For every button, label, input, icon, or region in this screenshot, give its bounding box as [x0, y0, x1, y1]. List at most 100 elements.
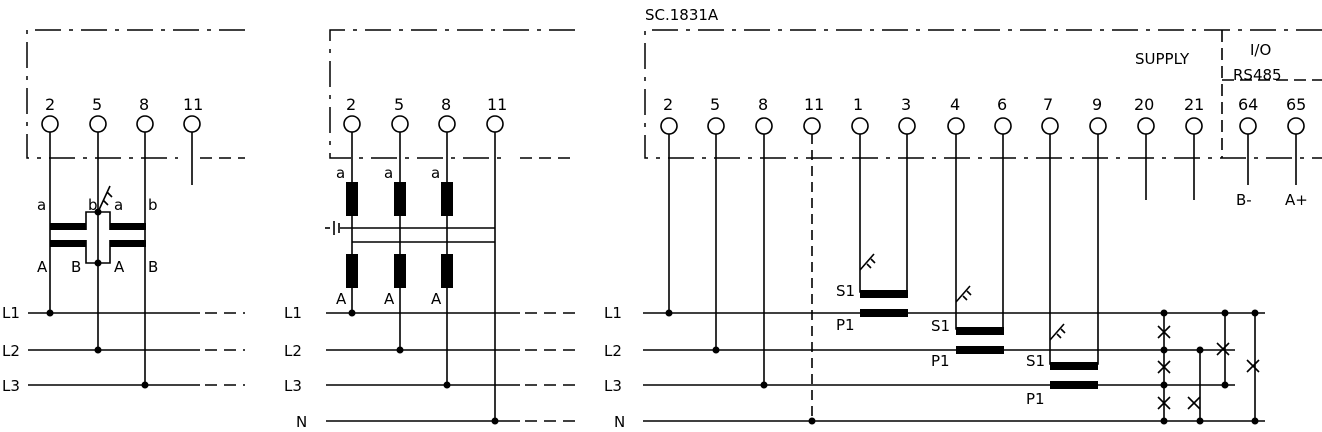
right-terminals: 2 5 8 11 1 3 4 6 7 9 20 21 64 65 — [660, 95, 1306, 135]
junction-dot — [1196, 417, 1204, 425]
terminal-label: 9 — [1092, 95, 1102, 114]
pt-label: B — [148, 258, 158, 276]
line-label-l3: L3 — [604, 377, 622, 395]
pt-label: A — [37, 258, 48, 276]
terminal-circle — [1287, 117, 1305, 135]
left-housing — [26, 29, 245, 159]
left-terminals: 2 5 8 11 — [41, 95, 203, 133]
terminal-circle — [851, 117, 869, 135]
terminal-circle — [183, 115, 201, 133]
ct-s1-label: S1 — [1026, 352, 1045, 370]
line-label-n: N — [614, 413, 625, 431]
junction-dot — [808, 417, 816, 425]
terminal-circle — [803, 117, 821, 135]
pt-label: a — [114, 196, 123, 214]
pt-primary-coil — [50, 240, 86, 247]
junction-dot — [760, 381, 768, 389]
terminal-circle — [660, 117, 678, 135]
junction-dot — [443, 381, 451, 389]
terminal-label: 6 — [997, 95, 1007, 114]
pt-label: b — [88, 196, 98, 214]
ct-p1-label: P1 — [931, 352, 950, 370]
terminal-label: 11 — [804, 95, 824, 114]
terminal-circle — [1239, 117, 1257, 135]
terminal-circle — [41, 115, 59, 133]
junction-dot — [1196, 346, 1204, 354]
model-label: SC.1831A — [645, 6, 719, 24]
terminal-label: 8 — [758, 95, 768, 114]
ct-secondary-coil — [1050, 362, 1098, 370]
ct-secondary-coil — [956, 327, 1004, 335]
terminal-label: 5 — [92, 95, 102, 114]
junction-dot — [46, 309, 54, 317]
line-label-l1: L1 — [2, 304, 20, 322]
junction-dot — [141, 381, 149, 389]
terminal-label: 7 — [1043, 95, 1053, 114]
terminal-label: 8 — [139, 95, 149, 114]
pt-primary-coil — [441, 254, 453, 288]
terminal-circle — [1137, 117, 1155, 135]
line-label-l2: L2 — [284, 342, 302, 360]
junction-dot — [348, 309, 356, 317]
ct-p1-label: P1 — [1026, 390, 1045, 408]
pt-pri-label: A — [384, 290, 395, 308]
junction-dot — [396, 346, 404, 354]
rs485-a-plus-label: A+ — [1285, 191, 1308, 209]
junction-dot — [1221, 381, 1229, 389]
terminal-label: 11 — [487, 95, 507, 114]
middle-housing — [329, 29, 575, 159]
terminal-label: 2 — [346, 95, 356, 114]
terminal-label: 2 — [45, 95, 55, 114]
pt-sec-label: a — [384, 164, 393, 182]
line-label-l2: L2 — [604, 342, 622, 360]
terminal-circle — [1041, 117, 1059, 135]
right-ct-wiring: S1 P1 S1 P1 S1 P1 — [836, 134, 1099, 408]
junction-dot — [491, 417, 499, 425]
line-label-l2: L2 — [2, 342, 20, 360]
middle-pt-wiring: a a a A A A — [325, 132, 499, 425]
terminal-label: 5 — [394, 95, 404, 114]
terminal-circle — [438, 115, 456, 133]
terminal-label: 20 — [1134, 95, 1154, 114]
terminal-label: 2 — [663, 95, 673, 114]
terminal-circle — [486, 115, 504, 133]
pt-primary-coil — [346, 254, 358, 288]
io-label: I/O — [1250, 41, 1271, 59]
terminal-label: 1 — [853, 95, 863, 114]
junction-dot — [1160, 346, 1168, 354]
pt-secondary-coil — [441, 182, 453, 216]
pt-pri-label: A — [336, 290, 347, 308]
line-label-l1: L1 — [284, 304, 302, 322]
ct-primary-coil — [860, 309, 908, 317]
pt-label: a — [37, 196, 46, 214]
terminal-circle — [994, 117, 1012, 135]
terminal-label: 4 — [950, 95, 960, 114]
rs485-b-minus-label: B- — [1236, 191, 1252, 209]
pt-label: B — [71, 258, 81, 276]
junction-dot — [712, 346, 720, 354]
terminal-label: 11 — [183, 95, 203, 114]
terminal-circle — [343, 115, 361, 133]
right-housing — [644, 29, 1322, 159]
ct-p1-label: P1 — [836, 316, 855, 334]
right-voltage-wiring: B- A+ — [665, 134, 1308, 425]
junction-dot — [1160, 309, 1168, 317]
terminal-circle — [1089, 117, 1107, 135]
junction-dot — [665, 309, 673, 317]
ct-primary-coil — [956, 346, 1004, 354]
terminal-circle — [898, 117, 916, 135]
ct-primary-coil — [1050, 381, 1098, 389]
line-label-n: N — [296, 413, 307, 431]
pt-sec-label: a — [431, 164, 440, 182]
left-pt-wiring: a b a b A B A B — [37, 132, 193, 389]
terminal-circle — [947, 117, 965, 135]
load-cross — [1187, 396, 1201, 410]
terminal-label: 5 — [710, 95, 720, 114]
terminal-label: 3 — [901, 95, 911, 114]
line-label-l1: L1 — [604, 304, 622, 322]
load-cross — [1157, 396, 1171, 410]
pt-primary-coil — [394, 254, 406, 288]
pt-pri-label: A — [431, 290, 442, 308]
terminal-circle — [707, 117, 725, 135]
